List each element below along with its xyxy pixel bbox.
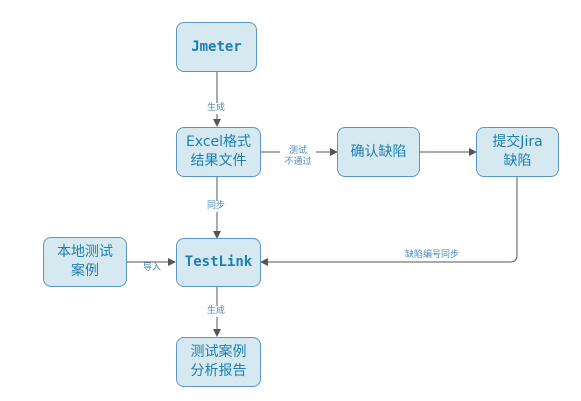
edge-label-defect-id-sync: 缺陷编号同步: [392, 250, 472, 261]
node-test-case-report: 测试案例 分析报告: [176, 337, 261, 387]
node-excel-result-file: Excel格式 结果文件: [176, 127, 261, 177]
node-local-test-cases: 本地测试 案例: [43, 237, 127, 287]
node-jmeter: Jmeter: [176, 22, 257, 72]
node-submit-jira-defect: 提交Jira 缺陷: [476, 127, 559, 177]
edge-jira-to-testlink: [260, 177, 518, 266]
node-testlink: TestLink: [176, 238, 261, 287]
edge-label-generate-2: 生成: [202, 306, 230, 317]
edge-label-generate-1: 生成: [202, 103, 230, 114]
edge-label-sync: 同步: [202, 201, 230, 212]
node-confirm-defect: 确认缺陷: [337, 127, 420, 177]
edge-label-test-failed: 测试 不通过: [280, 146, 316, 168]
edge-label-import: 导入: [140, 263, 164, 274]
